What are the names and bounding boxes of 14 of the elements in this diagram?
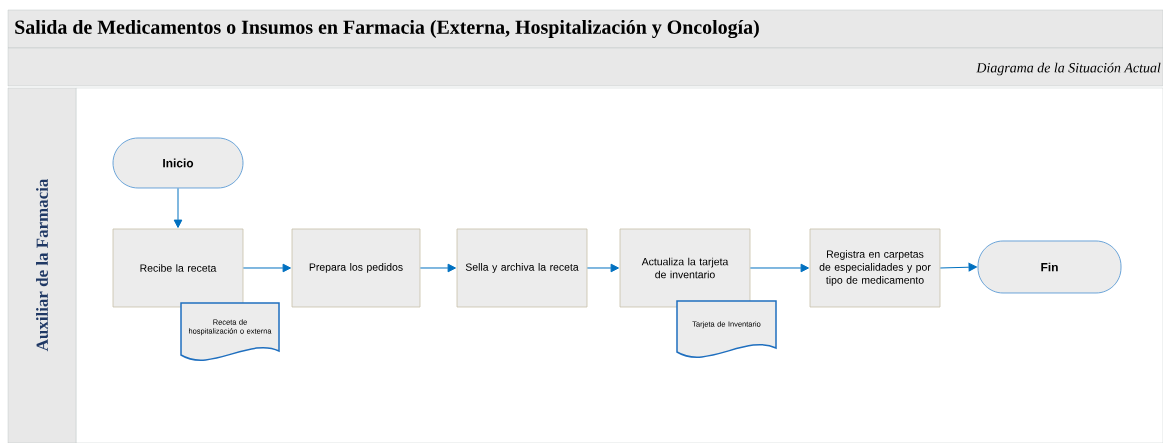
arrow bbox=[419, 263, 456, 273]
arrow bbox=[173, 187, 183, 228]
process-box: Recibe la receta bbox=[112, 228, 244, 308]
arrow bbox=[939, 262, 977, 272]
process-box: Registra en carpetas de especialidades y por tipo de medicamento bbox=[809, 228, 941, 308]
arrow bbox=[242, 263, 291, 273]
process-box: Prepara los pedidos bbox=[291, 228, 421, 308]
arrow bbox=[749, 263, 809, 273]
lane-header: Auxiliar de la Farmacia bbox=[7, 87, 77, 443]
subtitle-band: Diagrama de la Situación Actual bbox=[7, 47, 1163, 87]
title-band: Salida de Medicamentos o Insumos en Farmacia (Externa, Hospitalización y Oncología) bbox=[7, 9, 1163, 49]
process-box: Actualiza la tarjeta de inventario bbox=[619, 228, 751, 308]
arrow bbox=[586, 263, 619, 273]
process-box: Sella y archiva la receta bbox=[456, 228, 588, 308]
